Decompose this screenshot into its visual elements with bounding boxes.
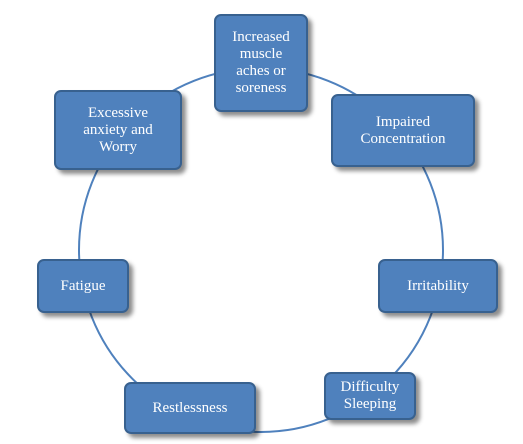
node-difficulty-sleeping: Difficulty Sleeping (324, 372, 416, 420)
node-fatigue: Fatigue (37, 259, 129, 313)
node-impaired-concentration: Impaired Concentration (331, 94, 475, 167)
node-increased-muscle-aches: Increased muscle aches or soreness (214, 14, 308, 112)
node-excessive-anxiety: Excessive anxiety and Worry (54, 90, 182, 170)
node-irritability: Irritability (378, 259, 498, 313)
node-restlessness: Restlessness (124, 382, 256, 434)
